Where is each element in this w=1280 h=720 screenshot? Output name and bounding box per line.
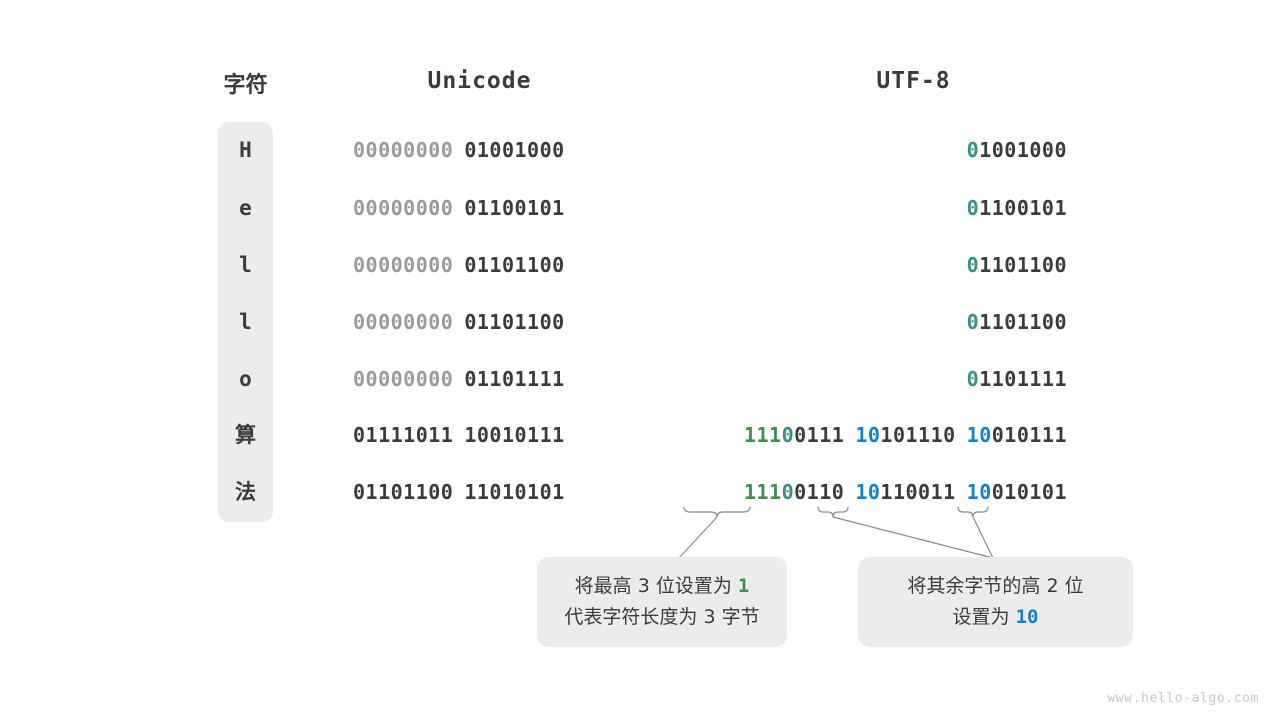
utf8-bit-group: 1101100 [979, 310, 1067, 334]
unicode-byte: 01101111 [464, 367, 565, 391]
utf8-bit-group: 0 [781, 480, 795, 504]
annotation-text: 将最高 3 位设置为 [574, 575, 738, 597]
unicode-bits: 00000000 01100101 [353, 195, 606, 221]
utf8-bit-group: 0 [781, 423, 795, 447]
annotation-continuation-bits: 将其余字节的高 2 位设置为 10 [858, 557, 1133, 647]
character-cell: o [239, 367, 252, 391]
unicode-byte: 00000000 [353, 310, 454, 334]
annotation-text: 代表字符长度为 3 字节 [564, 606, 760, 628]
utf8-bits: 01101100 [676, 309, 1067, 335]
site-watermark: www.hello-algo.com [1107, 691, 1259, 706]
unicode-byte: 00000000 [353, 253, 454, 277]
annotation-line: 设置为 10 [953, 602, 1039, 633]
unicode-byte: 01100101 [464, 196, 565, 220]
character-cell: l [239, 253, 252, 277]
utf8-bit-group: 111 [743, 480, 782, 504]
utf8-bit-group: 1101111 [979, 367, 1067, 391]
unicode-bits: 00000000 01101100 [353, 252, 606, 278]
unicode-byte: 00000000 [353, 138, 454, 162]
utf8-bits: 01001000 [676, 137, 1067, 163]
utf8-bit-group: 111 [743, 423, 782, 447]
character-cell: H [239, 138, 252, 162]
utf8-bit-group: 10 [966, 423, 992, 447]
column-header-unicode: Unicode [427, 68, 532, 94]
character-cell: 法 [235, 480, 256, 504]
unicode-byte: 01101100 [464, 253, 565, 277]
unicode-bits: 00000000 01101111 [353, 366, 606, 392]
unicode-byte: 01111011 [353, 423, 454, 447]
character-cell: l [239, 310, 252, 334]
unicode-bits: 00000000 01101100 [353, 309, 606, 335]
utf8-bit-group: 110011 [880, 480, 956, 504]
unicode-bits: 01111011 10010111 [353, 422, 606, 448]
utf8-bit-group: 0 [966, 196, 980, 220]
utf8-bit-group: 1001000 [979, 138, 1067, 162]
utf8-bits: 01101100 [676, 252, 1067, 278]
unicode-byte: 01101100 [464, 310, 565, 334]
character-cell: 算 [235, 423, 256, 447]
utf8-bit-group: 101110 [880, 423, 956, 447]
unicode-byte: 00000000 [353, 196, 454, 220]
utf8-bit-group: 0 [966, 253, 980, 277]
character-cell: e [239, 196, 252, 220]
utf8-bit-group: 10 [855, 480, 881, 504]
unicode-byte: 01101100 [353, 480, 454, 504]
annotation-text: 1 [737, 575, 750, 597]
unicode-byte: 00000000 [353, 367, 454, 391]
utf8-bit-group: 010111 [991, 423, 1067, 447]
utf8-bit-group: 10 [855, 423, 881, 447]
annotation-text: 10 [1015, 606, 1039, 628]
utf8-bits: 01100101 [676, 195, 1067, 221]
unicode-byte: 01001000 [464, 138, 565, 162]
utf8-bit-group: 0 [966, 367, 980, 391]
utf8-bit-group: 1100101 [979, 196, 1067, 220]
utf8-bit-group: 1101100 [979, 253, 1067, 277]
utf8-bits: 01101111 [676, 366, 1067, 392]
utf8-bit-group: 10 [966, 480, 992, 504]
utf8-bit-group: 0111 [794, 423, 845, 447]
utf8-bit-group: 0 [966, 310, 980, 334]
annotation-line: 代表字符长度为 3 字节 [564, 602, 759, 633]
unicode-bits: 01101100 11010101 [353, 479, 606, 505]
unicode-bits: 00000000 01001000 [353, 137, 606, 163]
annotation-text: 设置为 [952, 606, 1016, 628]
annotation-line: 将最高 3 位设置为 1 [575, 571, 750, 602]
utf8-bit-group: 0 [966, 138, 980, 162]
annotation-text: 将其余字节的高 2 位 [907, 575, 1084, 597]
column-header-character: 字符 [223, 73, 268, 98]
utf8-bit-group: 0110 [794, 480, 845, 504]
utf8-bit-group: 010101 [991, 480, 1067, 504]
unicode-byte: 10010111 [464, 423, 565, 447]
unicode-byte: 11010101 [464, 480, 565, 504]
column-header-utf8: UTF-8 [876, 68, 951, 94]
annotation-leading-bits: 将最高 3 位设置为 1 代表字符长度为 3 字节 [537, 557, 787, 647]
annotation-line: 将其余字节的高 2 位 [907, 571, 1083, 602]
